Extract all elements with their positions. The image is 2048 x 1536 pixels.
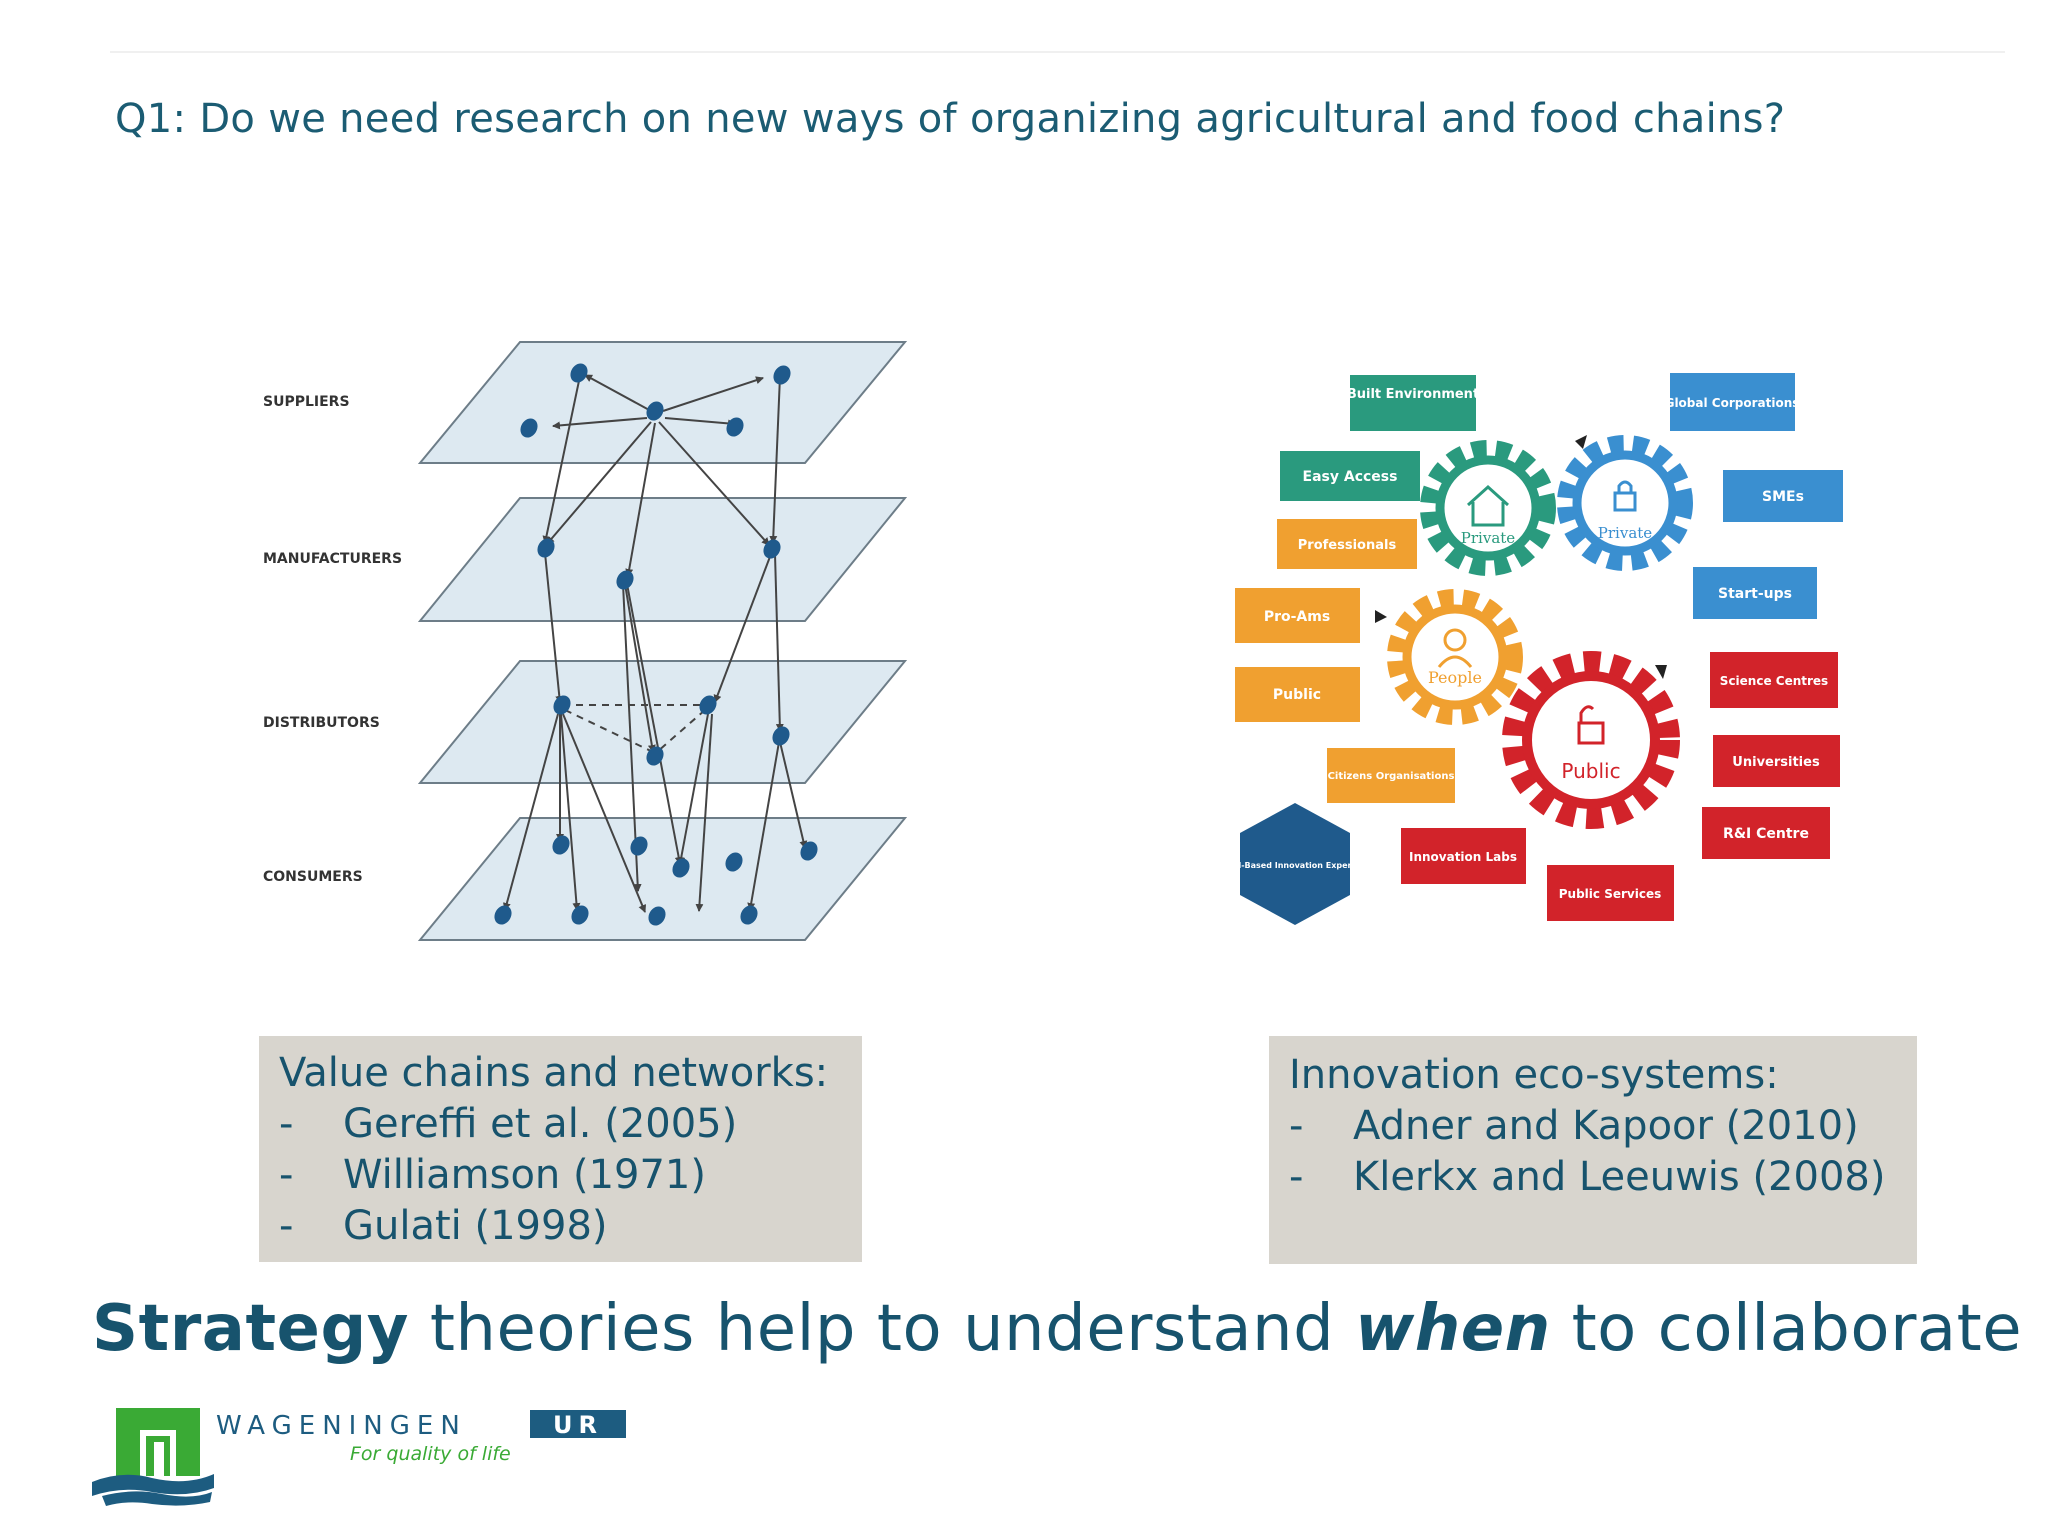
svg-text:Broad-Based Innovation Experie: Broad-Based Innovation Experience [1215, 861, 1376, 870]
tag-public-orange: Public [1235, 667, 1360, 722]
open-padlock-icon [1577, 721, 1605, 745]
wageningen-ur-logo: WAGENINGEN UR For quality of life [92, 1408, 626, 1506]
innovation-ecosystems-heading: Innovation eco-systems: [1289, 1052, 1779, 1098]
conclusion-when: when [1355, 1292, 1551, 1366]
svg-text:Citizens Organisations: Citizens Organisations [1328, 771, 1455, 782]
list-item: - Gulati (1998) [279, 1201, 842, 1252]
tag-easy-access: Easy Access [1280, 451, 1420, 501]
conclusion-end: to collaborate [1550, 1292, 2023, 1366]
tag-innovation-labs: Innovation Labs [1401, 828, 1526, 884]
header-rule [110, 51, 2005, 53]
layer-label-manufacturers: MANUFACTURERS [263, 551, 402, 567]
logo-tagline: For quality of life [350, 1443, 511, 1465]
gear-public-red: Public [1502, 651, 1680, 829]
conclusion-statement: Strategy theories help to understand whe… [92, 1292, 2022, 1366]
value-chains-reference-box: Value chains and networks: - Gereffi et a… [259, 1036, 862, 1262]
tag-ri-centre: R&I Centre [1702, 807, 1830, 859]
logo-ur-box [530, 1410, 626, 1438]
house-icon [1466, 484, 1510, 527]
reference-klerkx-leeuwis: Klerkx and Leeuwis (2008) [1353, 1154, 1886, 1200]
network-nodes [494, 363, 818, 926]
network-dashed-links [563, 704, 707, 753]
gear-private-blue: Private [1557, 435, 1693, 571]
hexagon-broad-based-innovation: Broad-Based Innovation Experience [1215, 803, 1376, 925]
value-network-diagram: SUPPLIERS MANUFACTURERS DISTRIBUTORS CON… [263, 341, 908, 941]
tag-science-centres: Science Centres [1710, 652, 1838, 708]
svg-text:Public: Public [1561, 759, 1620, 783]
layer-label-consumers: CONSUMERS [263, 869, 363, 885]
gear-private-teal: Private [1420, 440, 1556, 576]
people-icon [1443, 628, 1467, 652]
svg-text:Professionals: Professionals [1298, 538, 1397, 553]
list-dash: - [279, 1152, 294, 1198]
svg-text:Science Centres: Science Centres [1720, 674, 1828, 688]
logo-name: WAGENINGEN [216, 1411, 467, 1441]
tag-public-services: Public Services [1547, 865, 1674, 921]
tag-start-ups: Start-ups [1693, 567, 1817, 619]
svg-text:Built Environment: Built Environment [1347, 387, 1479, 402]
svg-text:Start-ups: Start-ups [1718, 586, 1792, 602]
innovation-ecosystems-reference-box: Innovation eco-systems: - Adner and Kapoo… [1269, 1036, 1917, 1264]
list-item: - Adner and Kapoor (2010) [1289, 1101, 1897, 1152]
tag-pro-ams: Pro-Ams [1235, 588, 1360, 643]
svg-text:SMEs: SMEs [1762, 489, 1804, 505]
reference-adner-kapoor: Adner and Kapoor (2010) [1353, 1103, 1859, 1149]
network-links [502, 374, 808, 913]
tag-universities: Universities [1713, 735, 1840, 787]
logo-emblem [92, 1408, 214, 1506]
padlock-icon [1613, 491, 1637, 512]
list-dash: - [279, 1203, 294, 1249]
svg-text:Universities: Universities [1732, 755, 1820, 770]
list-item: - Williamson (1971) [279, 1150, 842, 1201]
svg-text:Public: Public [1273, 687, 1321, 703]
gear-arrow-marks [1375, 435, 1667, 679]
svg-text:Global Corporations: Global Corporations [1665, 396, 1800, 410]
layer-label-suppliers: SUPPLIERS [263, 394, 350, 410]
conclusion-middle: theories help to understand [408, 1292, 1356, 1366]
list-dash: - [1289, 1154, 1304, 1200]
list-dash: - [1289, 1103, 1304, 1149]
tag-global-corporations: Global Corporations [1665, 373, 1800, 431]
logo-suffix: UR [553, 1411, 603, 1439]
network-plane-shapes [417, 341, 908, 941]
tag-citizens-organisations: Citizens Organisations [1327, 748, 1455, 803]
svg-text:Pro-Ams: Pro-Ams [1264, 609, 1330, 625]
value-chains-heading: Value chains and networks: [279, 1050, 829, 1096]
reference-gereffi: Gereffi et al. (2005) [343, 1101, 738, 1147]
tag-smes: SMEs [1723, 470, 1843, 522]
svg-text:Easy Access: Easy Access [1303, 469, 1398, 485]
gear-people-orange: People [1387, 589, 1523, 725]
tag-built-environment: Built Environment [1347, 375, 1479, 431]
layer-label-distributors: DISTRIBUTORS [263, 715, 380, 731]
reference-gulati: Gulati (1998) [343, 1203, 608, 1249]
slide-question: Q1: Do we need research on new ways of o… [115, 96, 1786, 142]
svg-text:Private: Private [1461, 529, 1516, 547]
list-item: - Klerkx and Leeuwis (2008) [1289, 1152, 1897, 1203]
conclusion-strategy: Strategy [92, 1292, 409, 1366]
innovation-ecosystem-diagram: Built Environment Easy Access Global Cor… [1215, 373, 1843, 925]
reference-williamson: Williamson (1971) [343, 1152, 706, 1198]
tag-professionals: Professionals [1277, 519, 1417, 569]
svg-text:Public Services: Public Services [1559, 887, 1661, 901]
list-item: - Gereffi et al. (2005) [279, 1099, 842, 1150]
svg-text:People: People [1428, 668, 1482, 687]
svg-text:Innovation Labs: Innovation Labs [1409, 850, 1517, 864]
list-dash: - [279, 1101, 294, 1147]
svg-text:Private: Private [1598, 524, 1653, 542]
svg-text:R&I Centre: R&I Centre [1723, 826, 1809, 842]
